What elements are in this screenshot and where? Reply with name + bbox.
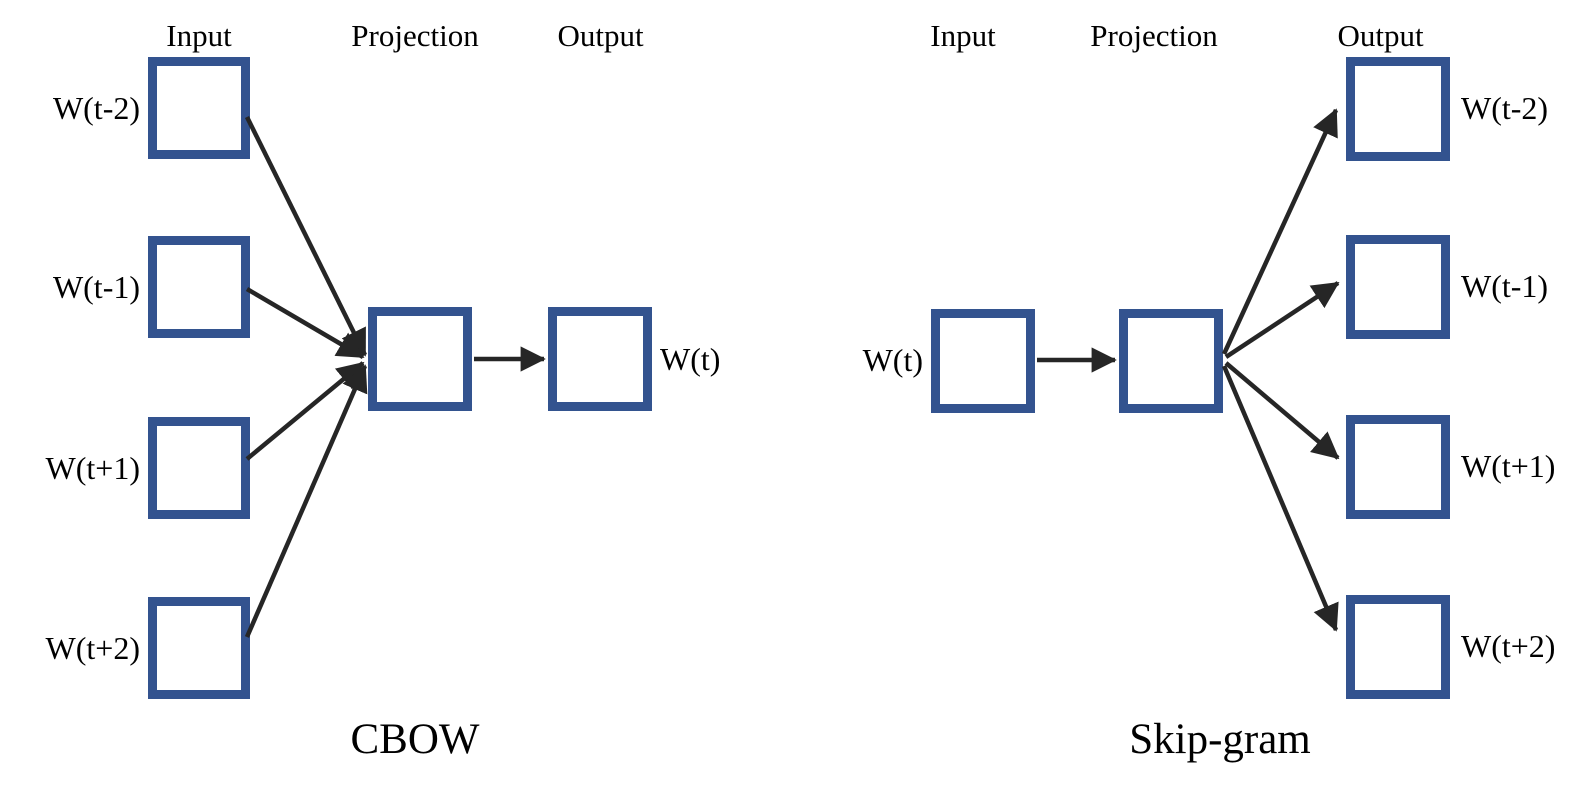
cbow-input-label-1: W(t-2) (52, 90, 140, 126)
cbow-input-label-4: W(t+2) (45, 630, 140, 666)
skipgram-output-box-1[interactable] (1346, 57, 1450, 161)
skipgram-output-box-2[interactable] (1346, 235, 1450, 339)
skipgram-input-box[interactable] (931, 309, 1035, 413)
skipgram-edge-projection-to-output3 (1224, 361, 1340, 460)
cbow-input-box-4[interactable] (148, 597, 250, 699)
cbow-heading-output: Output (557, 18, 644, 53)
skipgram-edge-projection-to-output1 (1221, 108, 1339, 355)
cbow-heading-projection: Projection (351, 18, 479, 53)
skipgram-heading-output: Output (1337, 18, 1424, 53)
cbow-input-box-2[interactable] (148, 236, 250, 338)
skipgram-output-label-2: W(t-1) (1461, 268, 1549, 304)
cbow-edge-input3-to-projection (245, 361, 365, 461)
cbow-heading-input: Input (166, 18, 232, 53)
cbow-output-label: W(t) (660, 341, 721, 377)
skipgram-projection-box[interactable] (1119, 309, 1223, 413)
skipgram-input-label: W(t) (862, 342, 923, 378)
cbow-edge-input4-to-projection (244, 364, 368, 638)
skipgram-output-label-3: W(t+1) (1461, 448, 1556, 484)
cbow-input-label-2: W(t-1) (52, 269, 140, 305)
cbow-projection-box[interactable] (368, 307, 472, 411)
cbow-caption: CBOW (350, 716, 480, 763)
skipgram-heading-input: Input (930, 18, 996, 53)
skipgram-output-box-4[interactable] (1346, 595, 1450, 699)
skipgram-caption: Skip-gram (1129, 716, 1311, 763)
skipgram-output-label-4: W(t+2) (1461, 628, 1556, 664)
cbow-edge-input1-to-projection (244, 116, 368, 357)
skipgram-output-label-1: W(t-2) (1461, 90, 1549, 126)
cbow-input-box-3[interactable] (148, 417, 250, 519)
cbow-input-label-3: W(t+1) (45, 450, 140, 486)
skipgram-output-box-3[interactable] (1346, 415, 1450, 519)
cbow-edge-input2-to-projection (245, 287, 365, 359)
skipgram-heading-projection: Projection (1090, 18, 1218, 53)
cbow-input-box-1[interactable] (148, 57, 250, 159)
cbow-output-box[interactable] (548, 307, 652, 411)
skipgram-edge-projection-to-output2 (1224, 281, 1340, 359)
skipgram-edge-projection-to-output4 (1221, 365, 1339, 632)
